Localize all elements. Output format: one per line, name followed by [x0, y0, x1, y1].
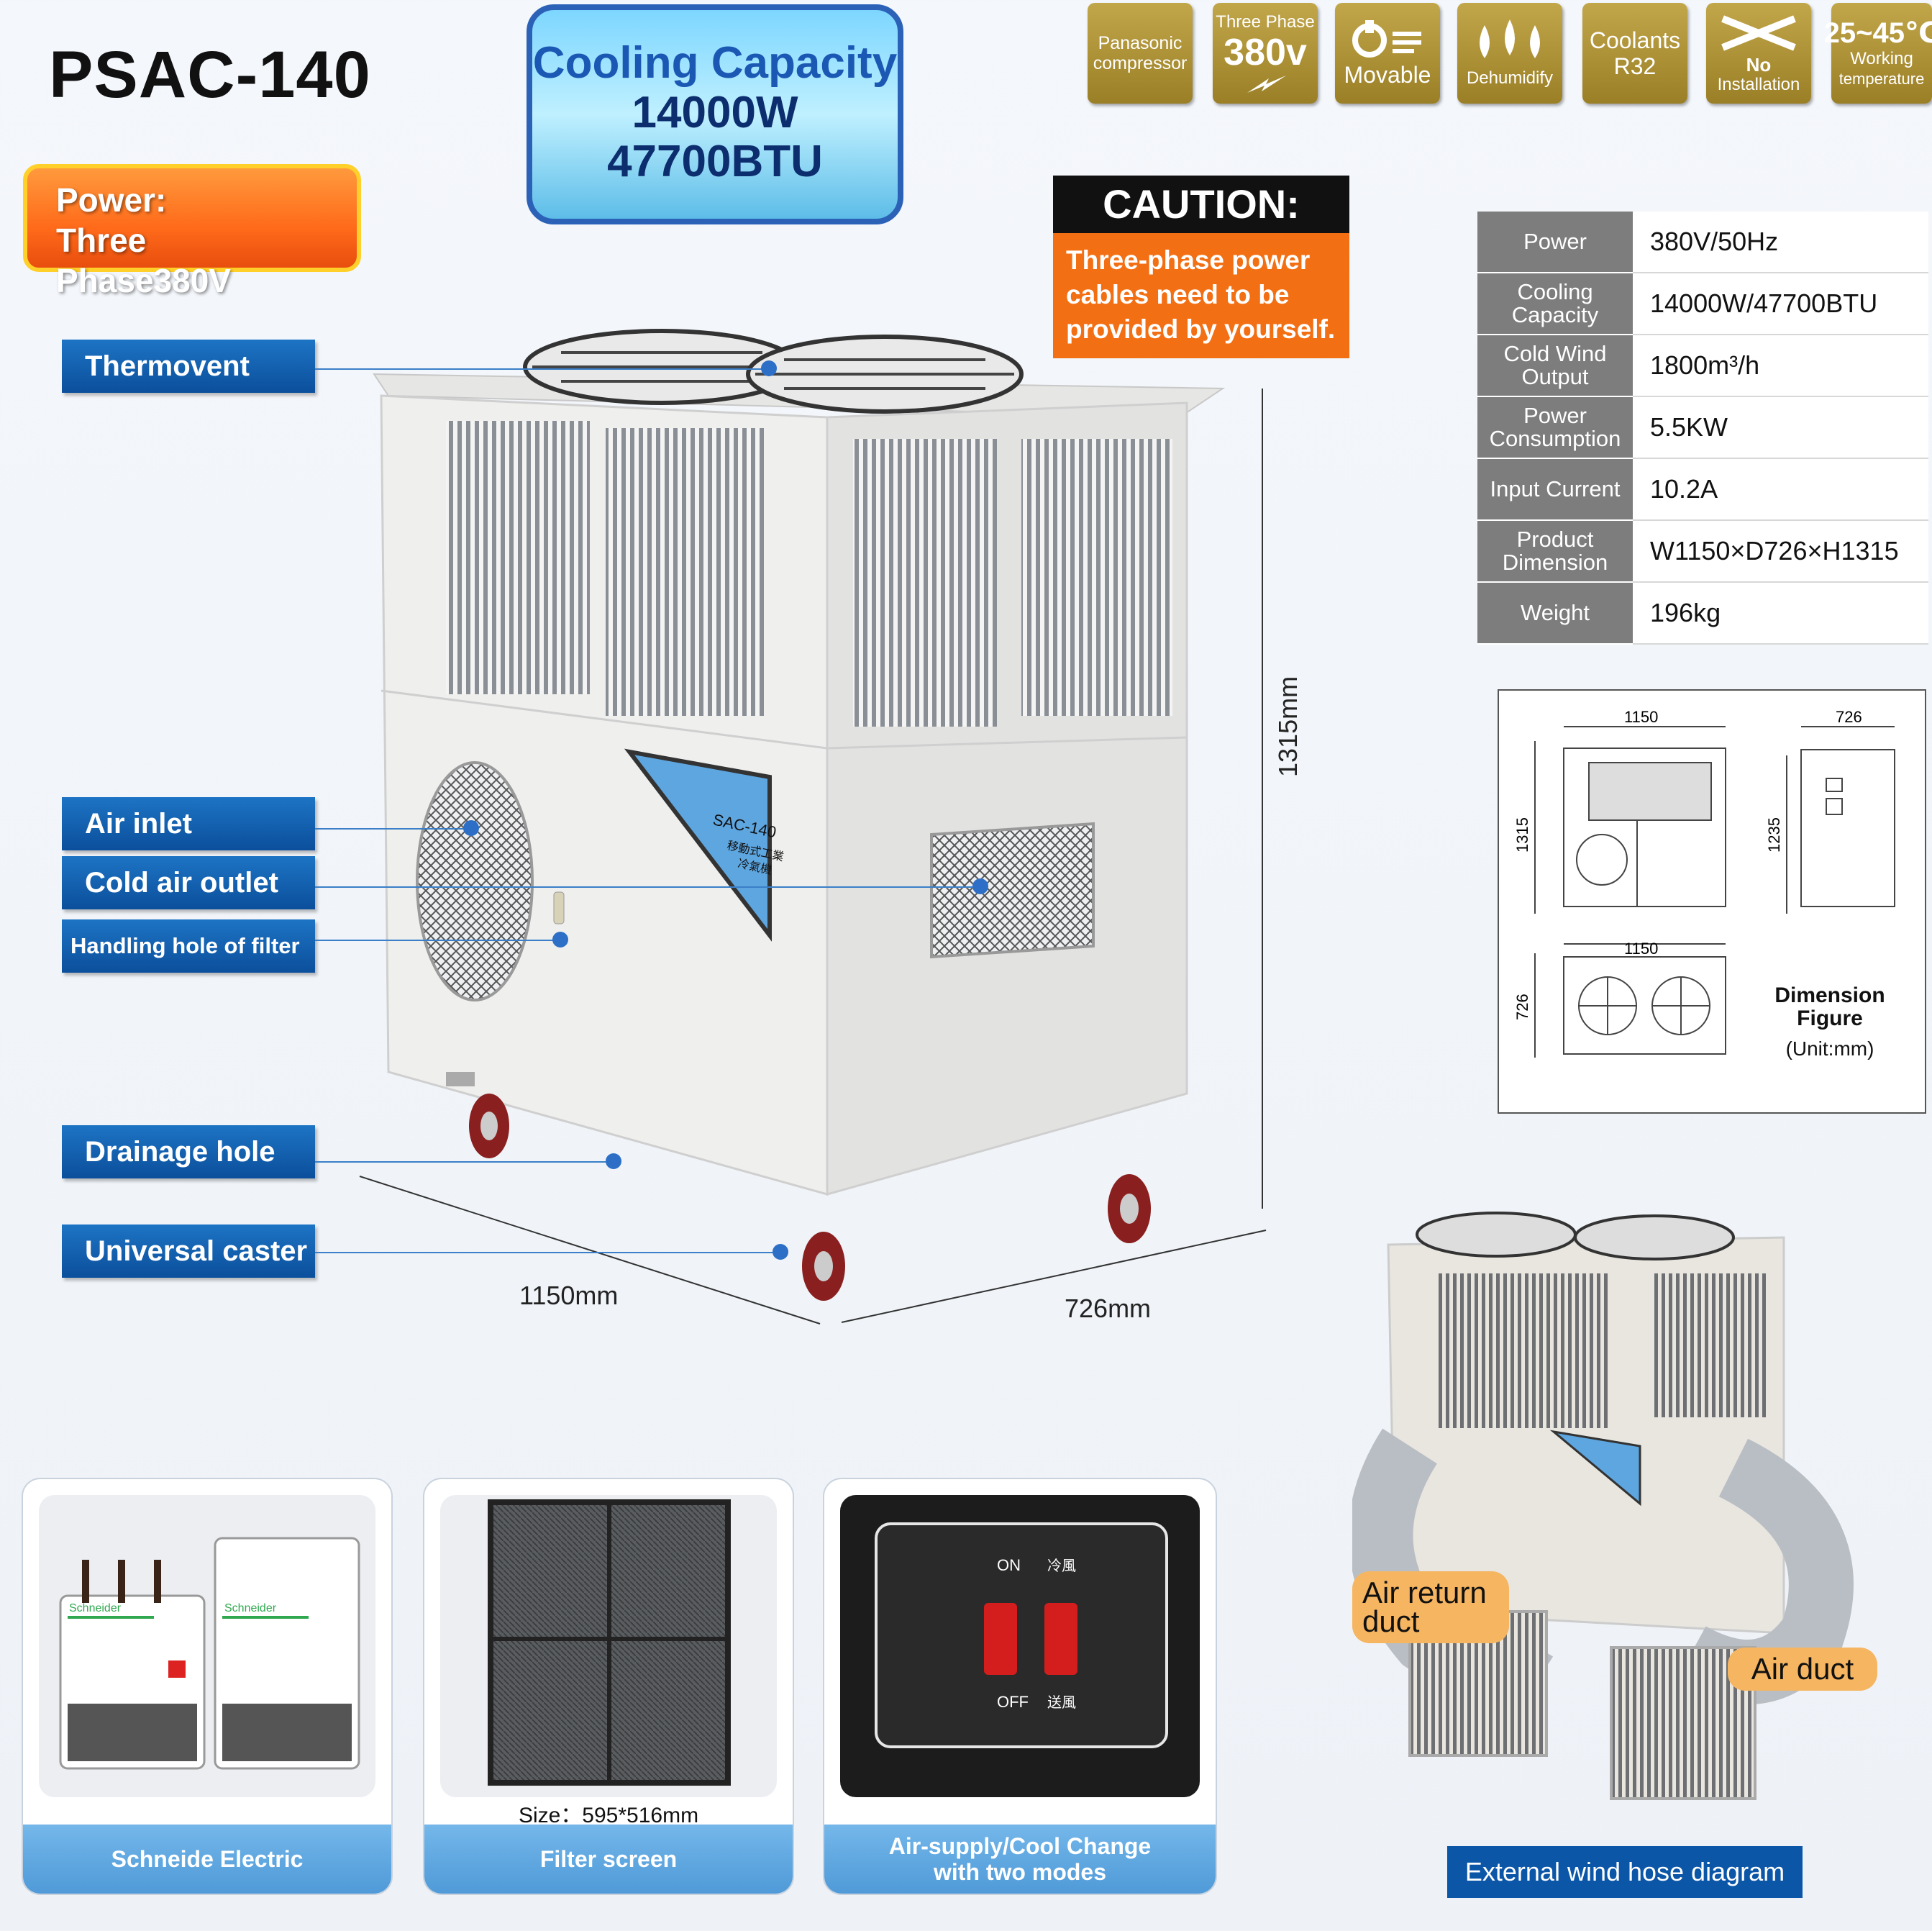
- label-cold-air-outlet: Cold air outlet: [62, 856, 315, 909]
- schneider-image: Schneider Schneider: [39, 1495, 375, 1797]
- caution-box: CAUTION: Three-phase power cables need t…: [1053, 176, 1349, 358]
- dimension-drawing: 1150 726 1315 1235 1150 726: [1513, 708, 1895, 1058]
- height-dimension: 1315mm: [1273, 676, 1303, 777]
- caution-text: Three-phase power cables need to be prov…: [1053, 233, 1349, 358]
- power-badge: Power: Three Phase380V: [23, 164, 361, 299]
- cooling-watts: 14000W: [632, 88, 798, 137]
- fig-front-height: 1315: [1513, 817, 1531, 853]
- product-illustration: SAC-140 移動式工業 冷氣機: [359, 329, 1267, 1325]
- panel-mode-switch: ON OFF 冷風 送風 Air-supply/Cool Change with…: [823, 1478, 1217, 1895]
- label-air-inlet: Air inlet: [62, 797, 315, 850]
- caster-2: [802, 1232, 845, 1301]
- lightning-icon: [1247, 76, 1286, 93]
- hose-caption: External wind hose diagram: [1447, 1846, 1803, 1898]
- label-drainage-hole: Drainage hole: [62, 1125, 315, 1178]
- brand-label-1: Schneider: [69, 1602, 122, 1614]
- pointer-dot: [773, 1244, 788, 1260]
- callout-air-duct: Air duct: [1728, 1648, 1877, 1691]
- feature-working-temperature: 25~45℃ Working temperature: [1824, 3, 1932, 104]
- switch-on-label: ON: [997, 1556, 1021, 1574]
- brand-label-2: Schneider: [224, 1602, 277, 1614]
- leader-line: [315, 828, 473, 830]
- filter-size: Size：595*516mm: [518, 1804, 699, 1827]
- depth-dimension: 726mm: [1065, 1294, 1152, 1323]
- dimension-figure: 1150 726 1315 1235 1150 726 Dimension Fi…: [1498, 689, 1926, 1114]
- feature-coolants: Coolants R32: [1582, 3, 1687, 104]
- power-badge-line2: Three Phase380V: [56, 222, 231, 299]
- fig-front-width: 1150: [1624, 708, 1658, 726]
- pointer-dot: [552, 932, 568, 948]
- pointer-dot: [606, 1153, 621, 1169]
- callout-air-return-duct: Air return duct: [1352, 1571, 1509, 1643]
- leader-line: [315, 368, 768, 370]
- panel-caption: Schneide Electric: [23, 1825, 391, 1894]
- leader-line: [315, 940, 560, 941]
- cooling-btu: 47700BTU: [607, 137, 823, 186]
- switch-panel-image: ON OFF 冷風 送風: [840, 1495, 1200, 1797]
- panel-caption: Air-supply/Cool Change with two modes: [824, 1825, 1216, 1894]
- pointer-dot: [761, 360, 777, 376]
- width-dimension: 1150mm: [519, 1281, 619, 1310]
- hose-diagram-illustration: [1352, 1212, 1854, 1800]
- power-badge-line1: Power:: [56, 181, 167, 219]
- panel-schneider: Schneider Schneider Schneide Electric: [22, 1478, 393, 1895]
- movable-icon: [1352, 20, 1421, 58]
- top-fan-left: [523, 329, 801, 405]
- fig-side-depth: 726: [1836, 708, 1862, 726]
- switch-fan-label: 送風: [1047, 1694, 1076, 1711]
- caution-heading: CAUTION:: [1053, 176, 1349, 233]
- cooling-title: Cooling Capacity: [532, 38, 898, 88]
- no-tools-icon: [1721, 15, 1796, 51]
- caster-3: [1108, 1174, 1151, 1243]
- switch-cool-label: 冷風: [1047, 1557, 1076, 1574]
- filter-image: [440, 1495, 777, 1797]
- fig-top-width: 1150: [1624, 940, 1658, 958]
- water-drops-icon: [1480, 19, 1540, 58]
- leader-line: [315, 1161, 617, 1163]
- fig-top-depth: 726: [1513, 994, 1531, 1020]
- feature-movable: Movable: [1335, 3, 1440, 104]
- label-universal-caster: Universal caster: [62, 1225, 315, 1278]
- label-thermovent: Thermovent: [62, 340, 315, 393]
- pointer-dot: [463, 820, 479, 836]
- switch-off-label: OFF: [997, 1693, 1029, 1711]
- leader-line: [315, 1252, 775, 1253]
- panel-caption: Filter screen: [424, 1825, 793, 1894]
- feature-no-installation: No Installation: [1706, 3, 1811, 104]
- top-fan-right: [746, 335, 1024, 414]
- panel-filter: Size：595*516mm Filter screen: [423, 1478, 794, 1895]
- product-title: PSAC-140: [49, 38, 371, 112]
- feature-dehumidify: Dehumidify: [1457, 3, 1562, 104]
- feature-compressor: Panasonic compressor: [1088, 3, 1193, 104]
- label-filter-hole: Handling hole of filter: [62, 919, 315, 973]
- dimension-figure-label: Dimension Figure (Unit:mm): [1774, 983, 1885, 1060]
- pointer-dot: [972, 878, 988, 894]
- cooling-capacity-badge: Cooling Capacity 14000W 47700BTU: [527, 4, 903, 224]
- leader-line: [315, 886, 977, 888]
- feature-three-phase: Three Phase 380v: [1213, 3, 1318, 104]
- fig-side-height: 1235: [1765, 817, 1783, 853]
- caster-1: [446, 1072, 509, 1158]
